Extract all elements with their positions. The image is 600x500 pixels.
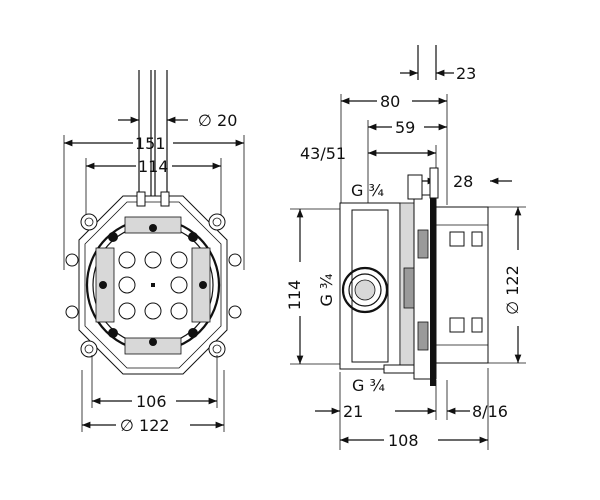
label-right-28: 28 — [453, 172, 473, 191]
label-diameter-122: ∅ 122 — [503, 265, 522, 315]
dim-outer-diameter: ∅ 122 — [81, 370, 225, 435]
dim-width-outer: 151 — [63, 134, 245, 270]
dim-total-108: 108 — [340, 368, 489, 450]
dim-depth-80: 80 — [340, 92, 448, 205]
dim-depth-43-51: 43/51 — [300, 144, 437, 200]
label-outer-diameter: ∅ 122 — [120, 416, 170, 435]
label-width-outer: 151 — [135, 134, 166, 153]
label-depth-80: 80 — [380, 92, 400, 111]
dim-depth-59: 59 — [367, 118, 447, 205]
label-pipe-diameter: ∅ 20 — [198, 111, 237, 130]
label-thread-top: G ¾ — [351, 181, 384, 200]
dim-width-inner: 114 — [85, 157, 222, 220]
label-bottom-8-16: 8/16 — [472, 402, 508, 421]
front-view: ∅ 20 151 114 — [63, 70, 245, 435]
valve-body-side — [339, 167, 489, 386]
dim-width-bottom: 106 — [91, 355, 218, 411]
label-top-offset: 23 — [456, 64, 476, 83]
dim-height-114: 114 — [285, 208, 340, 365]
label-thread-side: G ¾ — [317, 274, 336, 307]
dim-bottom-21: 21 — [315, 372, 436, 450]
label-depth-59: 59 — [395, 118, 415, 137]
dim-pipe-diameter: ∅ 20 — [118, 111, 237, 130]
label-bottom-21: 21 — [343, 402, 363, 421]
dim-diameter-122: ∅ 122 — [488, 206, 526, 364]
mounting-body — [65, 191, 242, 375]
dim-top-offset: 23 — [400, 64, 476, 83]
pipe-stubs — [138, 70, 168, 200]
label-thread-bottom: G ¾ — [352, 376, 385, 395]
dim-bottom-8-16: 8/16 — [435, 380, 508, 421]
label-depth-43-51: 43/51 — [300, 144, 346, 163]
label-height-114: 114 — [285, 280, 304, 311]
side-view: 23 80 59 43/51 28 — [285, 45, 526, 450]
label-width-bottom: 106 — [136, 392, 167, 411]
label-width-inner: 114 — [138, 157, 169, 176]
label-total-108: 108 — [388, 431, 419, 450]
